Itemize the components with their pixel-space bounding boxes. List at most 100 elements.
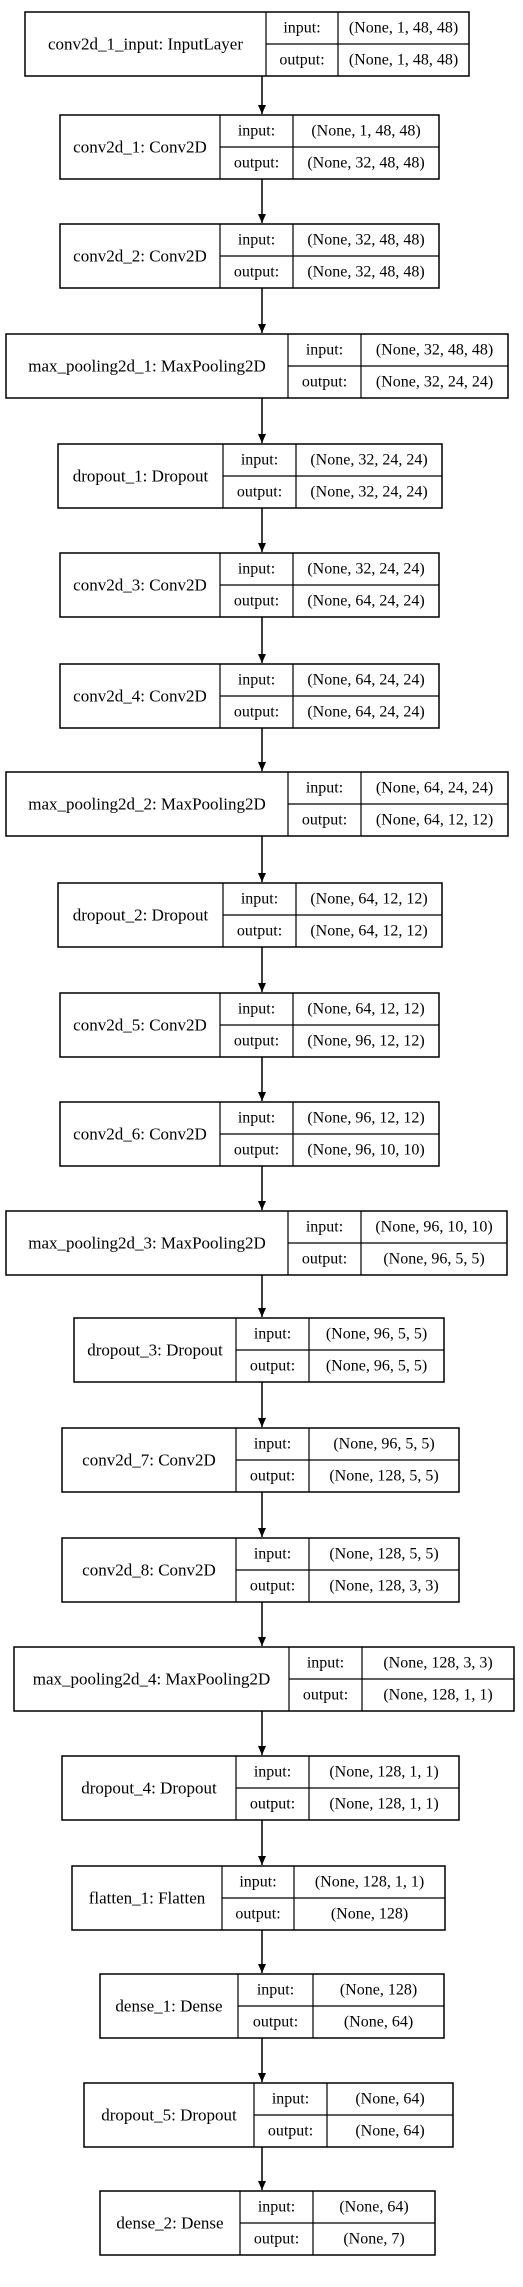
layer-name: conv2d_3: Conv2D: [73, 576, 207, 595]
input-label: input:: [307, 1655, 344, 1672]
layer-name: conv2d_2: Conv2D: [73, 247, 207, 266]
layer-name: dropout_5: Dropout: [101, 2106, 237, 2125]
layer-name: flatten_1: Flatten: [89, 1889, 206, 1908]
output-shape: (None, 96, 10, 10): [307, 1142, 424, 1159]
input-shape: (None, 32, 24, 24): [307, 561, 424, 578]
input-shape: (None, 64, 12, 12): [310, 891, 427, 908]
output-label: output:: [234, 593, 279, 610]
output-label: output:: [234, 704, 279, 721]
input-label: input:: [238, 672, 275, 689]
input-shape: (None, 96, 12, 12): [307, 1110, 424, 1127]
input-shape: (None, 1, 48, 48): [349, 20, 458, 37]
output-label: output:: [279, 52, 324, 69]
input-label: input:: [306, 780, 343, 797]
input-label: input:: [258, 2199, 295, 2216]
input-shape: (None, 32, 48, 48): [376, 342, 493, 359]
output-label: output:: [234, 264, 279, 281]
layer-name: conv2d_7: Conv2D: [82, 1451, 216, 1470]
input-shape: (None, 64, 24, 24): [376, 780, 493, 797]
layer-name: conv2d_8: Conv2D: [82, 1561, 216, 1580]
output-shape: (None, 128, 3, 3): [329, 1578, 438, 1595]
layer-name: max_pooling2d_1: MaxPooling2D: [28, 357, 266, 376]
input-shape: (None, 96, 10, 10): [375, 1219, 492, 1236]
input-shape: (None, 128, 5, 5): [329, 1546, 438, 1563]
layer-name: conv2d_4: Conv2D: [73, 687, 207, 706]
input-label: input:: [239, 1874, 276, 1891]
layer-node: dropout_4: Dropout input: output: (None, 12…: [61, 1755, 460, 1821]
output-shape: (None, 96, 5, 5): [326, 1358, 427, 1375]
output-label: output:: [250, 1796, 295, 1813]
layer-node: max_pooling2d_1: MaxPooling2Dinput:outpu…: [5, 333, 509, 399]
layer-node: max_pooling2d_4: MaxPooling2D input: outpu…: [13, 1646, 515, 1712]
input-label: input:: [238, 1110, 275, 1127]
output-label: output:: [250, 1358, 295, 1375]
input-shape: (None, 64, 12, 12): [307, 1001, 424, 1018]
output-shape: (None, 128, 5, 5): [329, 1468, 438, 1485]
layer-name: max_pooling2d_4: MaxPooling2D: [33, 1670, 271, 1689]
output-label: output:: [253, 2014, 298, 2031]
output-label: output:: [303, 1687, 348, 1704]
input-label: input:: [254, 1326, 291, 1343]
output-shape: (None, 96, 5, 5): [383, 1251, 484, 1268]
layer-name: dropout_1: Dropout: [73, 467, 209, 486]
layer-name: conv2d_1: Conv2D: [73, 138, 207, 157]
output-label: output:: [302, 812, 347, 829]
input-label: input:: [306, 1219, 343, 1236]
input-label: input:: [257, 1982, 294, 1999]
layer-name: conv2d_6: Conv2D: [73, 1125, 207, 1144]
output-label: output:: [302, 374, 347, 391]
input-label: input:: [254, 1436, 291, 1453]
output-label: output:: [237, 484, 282, 501]
node-layer: conv2d_1_input: InputLayerinput:output:(…: [5, 11, 515, 2256]
layer-node: conv2d_2: Conv2D input: output: (None, 32, …: [59, 223, 440, 289]
layer-node: flatten_1: Flatten input: output: (None, 12…: [71, 1865, 446, 1931]
output-shape: (None, 32, 48, 48): [307, 264, 424, 281]
output-shape: (None, 32, 24, 24): [310, 484, 427, 501]
output-shape: (None, 96, 12, 12): [307, 1033, 424, 1050]
layer-node: conv2d_4: Conv2D input: output: (None, 64, …: [59, 663, 440, 729]
output-shape: (None, 32, 48, 48): [307, 155, 424, 172]
layer-name: dense_2: Dense: [116, 2214, 223, 2233]
input-shape: (None, 96, 5, 5): [326, 1326, 427, 1343]
output-shape: (None, 64, 12, 12): [376, 812, 493, 829]
output-label: output:: [250, 1578, 295, 1595]
input-shape: (None, 64, 24, 24): [307, 672, 424, 689]
input-shape: (None, 64): [339, 2199, 408, 2216]
layer-name: max_pooling2d_3: MaxPooling2D: [28, 1234, 266, 1253]
output-label: output:: [234, 1033, 279, 1050]
layer-node: max_pooling2d_3: MaxPooling2D input: outpu…: [5, 1210, 508, 1276]
input-label: input:: [272, 2091, 309, 2108]
output-label: output:: [250, 1468, 295, 1485]
layer-node: conv2d_3: Conv2D input: output: (None, 32, …: [59, 552, 440, 618]
layer-node: max_pooling2d_2: MaxPooling2Dinput:outpu…: [5, 771, 509, 837]
output-shape: (None, 1, 48, 48): [349, 52, 458, 69]
output-shape: (None, 64): [355, 2123, 424, 2140]
output-label: output:: [254, 2231, 299, 2248]
layer-name: dense_1: Dense: [115, 1997, 222, 2016]
output-shape: (None, 64, 12, 12): [310, 923, 427, 940]
input-shape: (None, 128, 3, 3): [383, 1655, 492, 1672]
layer-name: dropout_4: Dropout: [81, 1779, 217, 1798]
input-label: input:: [238, 561, 275, 578]
output-label: output:: [302, 1251, 347, 1268]
input-label: input:: [254, 1546, 291, 1563]
input-label: input:: [254, 1764, 291, 1781]
input-label: input:: [241, 891, 278, 908]
output-label: output:: [235, 1906, 280, 1923]
output-label: output:: [234, 155, 279, 172]
output-shape: (None, 128, 1, 1): [383, 1687, 492, 1704]
input-shape: (None, 128, 1, 1): [329, 1764, 438, 1781]
input-label: input:: [283, 20, 320, 37]
input-label: input:: [238, 232, 275, 249]
output-shape: (None, 64, 24, 24): [307, 593, 424, 610]
output-label: output:: [268, 2123, 313, 2140]
output-shape: (None, 64): [344, 2014, 413, 2031]
input-shape: (None, 128, 1, 1): [315, 1874, 424, 1891]
input-shape: (None, 64): [355, 2091, 424, 2108]
